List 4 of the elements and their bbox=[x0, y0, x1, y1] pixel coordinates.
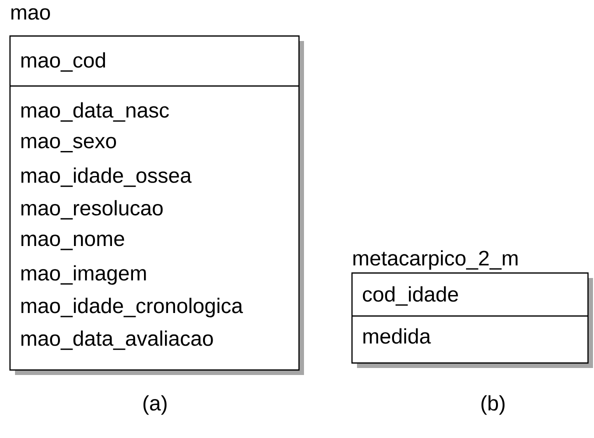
entity-name: metacarpico_2_m bbox=[353, 250, 518, 270]
entity-name: mao bbox=[11, 8, 50, 20]
figure-label: (b) bbox=[481, 395, 505, 415]
figure-label: (a) bbox=[143, 395, 167, 415]
